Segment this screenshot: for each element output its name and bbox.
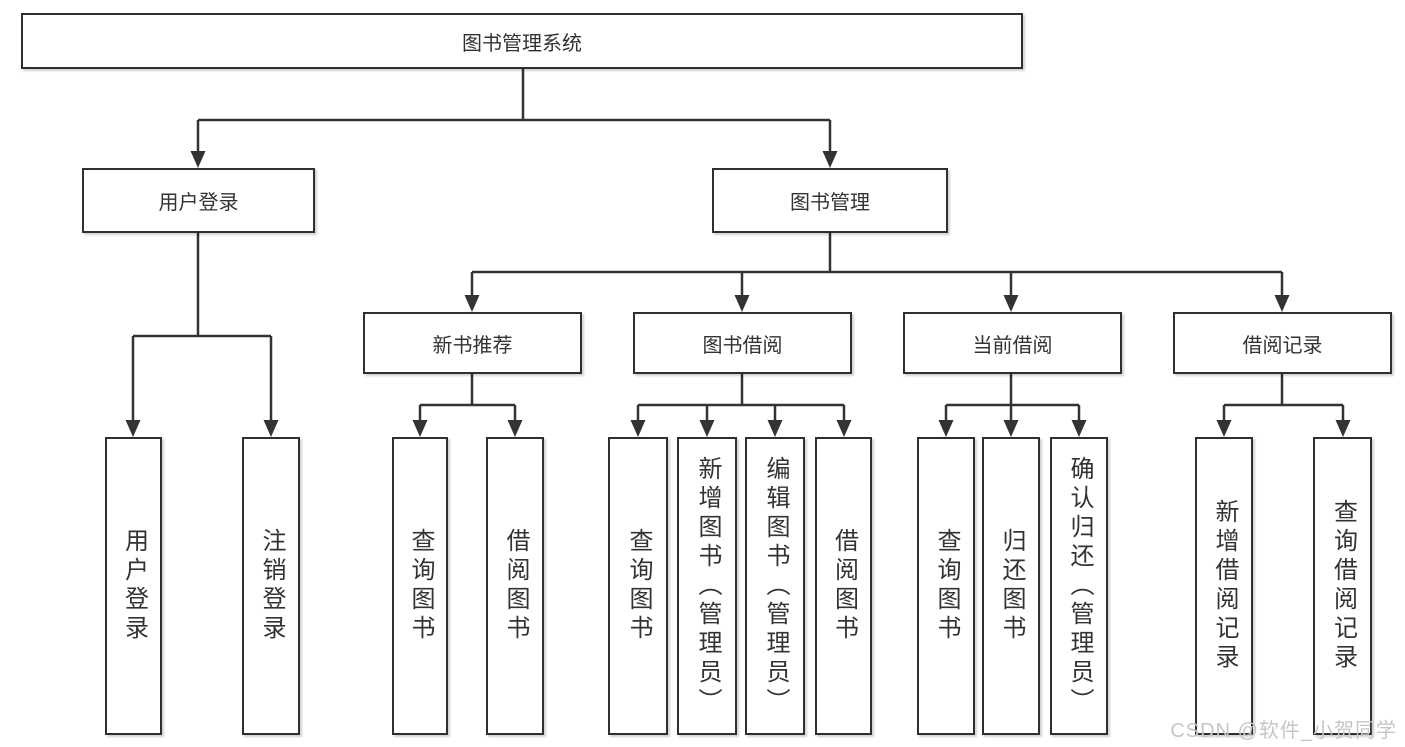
node-label: 用户登录 bbox=[158, 192, 239, 214]
node-label: 新书推荐 bbox=[432, 334, 513, 357]
node-borrow-records: 借阅记录 bbox=[1173, 312, 1392, 374]
csdn-watermark: CSDN @软件_小贺同学 bbox=[1170, 720, 1397, 742]
leaf-confirm-return-admin: 确认归还（管理员） bbox=[1050, 437, 1108, 735]
leaf-user-login: 用户登录 bbox=[105, 437, 162, 735]
node-label: 图书借阅 bbox=[702, 334, 783, 357]
node-label: 借阅记录 bbox=[1242, 334, 1323, 357]
leaf-label: 查询借阅记录 bbox=[1329, 499, 1357, 673]
node-book-borrow: 图书借阅 bbox=[633, 312, 852, 374]
leaf-label: 新增借阅记录 bbox=[1211, 499, 1238, 673]
node-label: 当前借阅 bbox=[972, 334, 1053, 357]
node-book-management: 图书管理 bbox=[712, 168, 948, 233]
leaf-return-book: 归还图书 bbox=[982, 437, 1040, 735]
leaf-query-books-recommend: 查询图书 bbox=[392, 437, 448, 735]
leaf-label: 查询图书 bbox=[625, 528, 652, 644]
leaf-add-book-admin: 新增图书（管理员） bbox=[677, 437, 737, 735]
leaf-edit-book-admin: 编辑图书（管理员） bbox=[745, 437, 805, 735]
leaf-logout: 注销登录 bbox=[242, 437, 300, 735]
leaf-query-books-current: 查询图书 bbox=[917, 437, 975, 735]
leaf-borrow-books-recommend: 借阅图书 bbox=[486, 437, 544, 735]
leaf-label: 确认归还（管理员） bbox=[1066, 455, 1093, 717]
leaf-label: 用户登录 bbox=[120, 528, 148, 644]
leaf-label: 编辑图书（管理员） bbox=[762, 455, 789, 717]
leaf-query-borrow-record: 查询借阅记录 bbox=[1313, 437, 1372, 735]
leaf-label: 查询图书 bbox=[407, 528, 434, 644]
leaf-borrow-books: 借阅图书 bbox=[815, 437, 872, 735]
node-label: 图书管理系统 bbox=[462, 32, 582, 55]
leaf-label: 查询图书 bbox=[933, 528, 960, 644]
leaf-label: 新增图书（管理员） bbox=[694, 455, 721, 717]
leaf-label: 借阅图书 bbox=[502, 528, 529, 644]
leaf-add-borrow-record: 新增借阅记录 bbox=[1195, 437, 1253, 735]
leaf-label: 借阅图书 bbox=[830, 528, 858, 644]
node-user-login: 用户登录 bbox=[82, 168, 315, 233]
node-library-management-system: 图书管理系统 bbox=[21, 13, 1023, 69]
leaf-label: 归还图书 bbox=[998, 528, 1025, 644]
node-new-book-recommend: 新书推荐 bbox=[363, 312, 582, 374]
leaf-query-books-borrow: 查询图书 bbox=[608, 437, 668, 735]
node-label: 图书管理 bbox=[790, 192, 870, 214]
node-current-borrow: 当前借阅 bbox=[903, 312, 1122, 374]
leaf-label: 注销登录 bbox=[258, 528, 285, 644]
